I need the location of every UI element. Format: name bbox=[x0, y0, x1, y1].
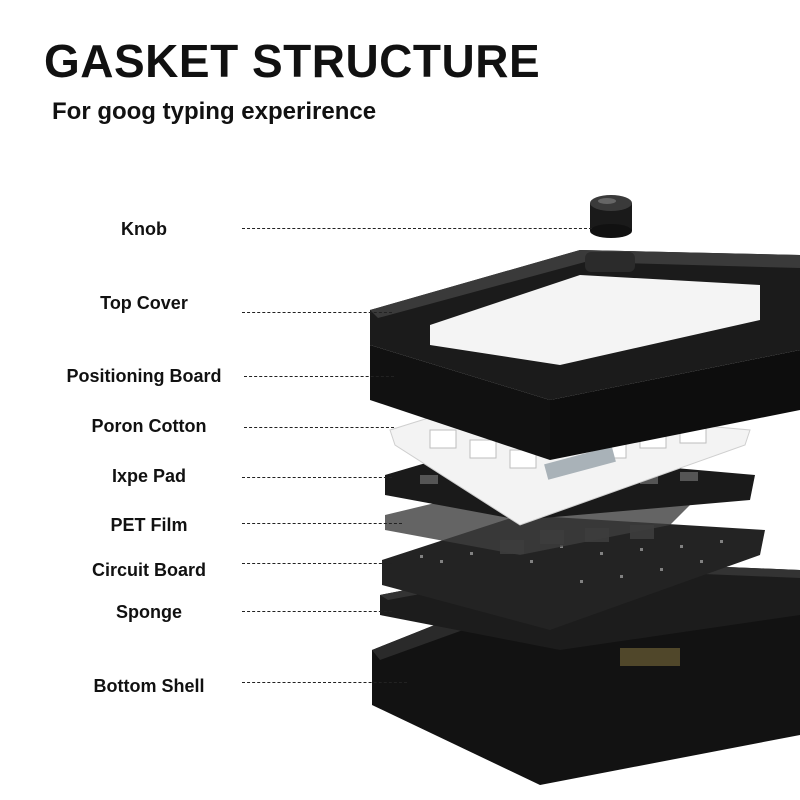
layer-label-positioning-board: Positioning Board bbox=[66, 366, 222, 386]
leader-line-poron-cotton bbox=[244, 427, 394, 428]
leader-line-circuit-board bbox=[242, 563, 392, 564]
layer-label-knob: Knob bbox=[121, 219, 167, 239]
leader-line-top-cover bbox=[242, 312, 392, 313]
leader-line-bottom-shell bbox=[242, 682, 407, 683]
leader-line-pet-film bbox=[242, 523, 402, 524]
page-title: GASKET STRUCTURE bbox=[44, 35, 541, 87]
leader-line-positioning-board bbox=[244, 376, 394, 377]
top-cover-illustration bbox=[370, 250, 800, 460]
layer-label-bottom-shell: Bottom Shell bbox=[93, 676, 205, 696]
layer-label-pet-film: PET Film bbox=[110, 515, 188, 535]
layer-label-ixpe-pad: Ixpe Pad bbox=[111, 466, 187, 486]
page-subtitle: For goog typing experirence bbox=[52, 98, 377, 125]
layer-label-top-cover: Top Cover bbox=[100, 293, 188, 313]
layer-label-sponge: Sponge bbox=[116, 602, 182, 622]
layer-label-poron-cotton: Poron Cotton bbox=[91, 416, 207, 436]
leader-line-ixpe-pad bbox=[242, 477, 392, 478]
knob-illustration bbox=[590, 195, 632, 238]
layer-label-circuit-board: Circuit Board bbox=[91, 560, 206, 580]
leader-line-knob bbox=[242, 228, 592, 229]
leader-line-sponge bbox=[242, 611, 392, 612]
